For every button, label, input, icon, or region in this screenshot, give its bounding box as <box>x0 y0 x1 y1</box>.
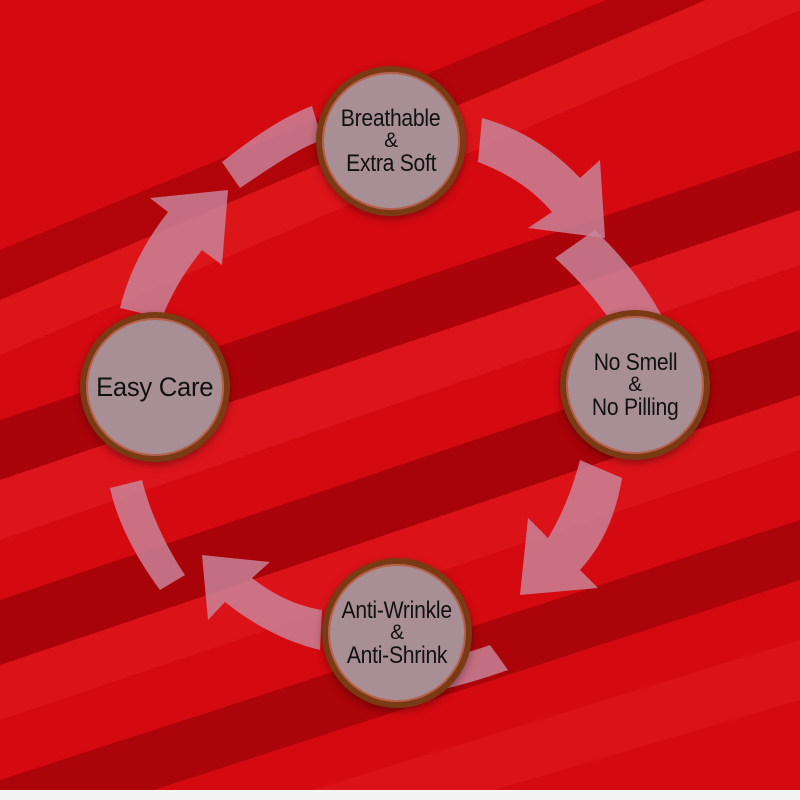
arrow-bottom-to-left <box>202 555 322 650</box>
arrow-right-to-bottom <box>520 460 622 595</box>
feature-circle-easy-care: Easy Care <box>80 312 230 462</box>
feature-ampersand: & <box>390 623 404 643</box>
feature-line: Anti-Wrinkle <box>342 598 452 623</box>
feature-ampersand: & <box>384 131 398 151</box>
arc-bottom-left-segment <box>110 480 185 590</box>
feature-line: Extra Soft <box>346 151 436 176</box>
feature-circle-anti-wrinkle: Anti-Wrinkle & Anti-Shrink <box>322 558 472 708</box>
feature-line: Easy Care <box>96 375 213 400</box>
arc-top-left-segment <box>222 106 322 188</box>
feature-line: No Smell <box>593 350 677 375</box>
feature-circle-no-smell: No Smell & No Pilling <box>560 310 710 460</box>
arrow-top-to-right <box>478 118 605 238</box>
arrow-left-to-top <box>120 190 228 318</box>
feature-line: Anti-Shrink <box>347 643 447 668</box>
feature-line: Breathable <box>341 106 441 131</box>
feature-line: No Pilling <box>592 395 679 420</box>
feature-ampersand: & <box>628 375 642 395</box>
feature-circle-breathable: Breathable & Extra Soft <box>316 66 466 216</box>
